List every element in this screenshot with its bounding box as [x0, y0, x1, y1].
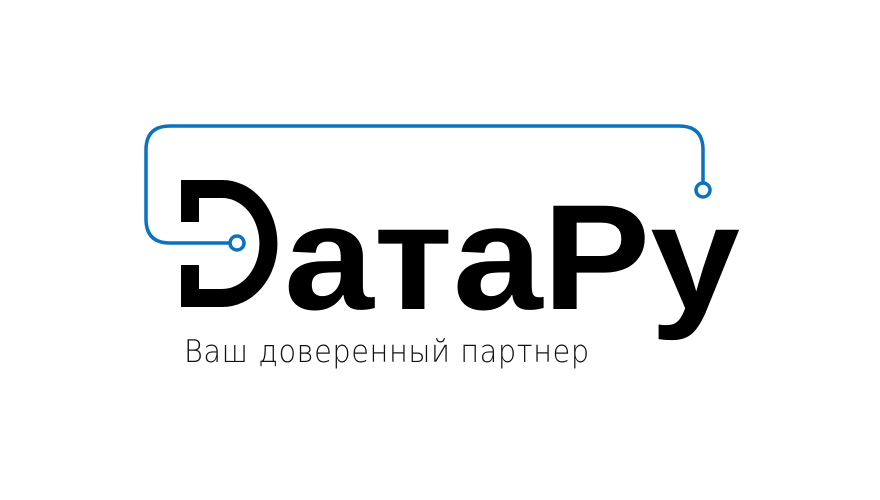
logo-letter-d: [181, 180, 278, 307]
circuit-node-right: [694, 181, 712, 199]
logo-wordmark: атаРу: [284, 173, 740, 341]
circuit-node-left: [228, 234, 246, 252]
circuit-line: [144, 124, 712, 252]
tagline: Ваш доверенный партнер: [184, 334, 590, 370]
